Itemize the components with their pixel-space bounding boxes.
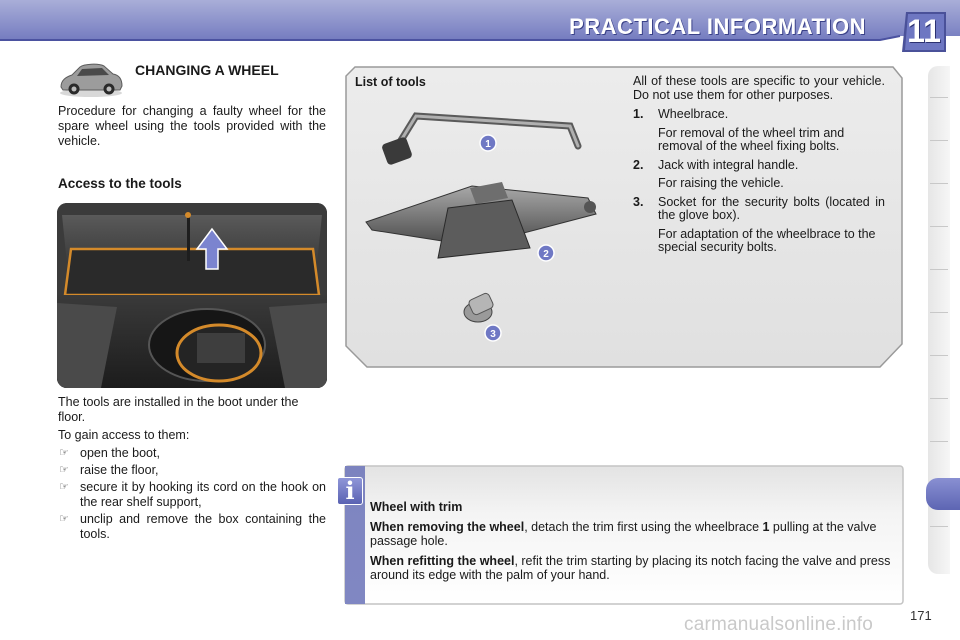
tool-desc: For removal of the wheel trim and remova… <box>658 125 845 153</box>
wheelbrace-image <box>382 112 582 165</box>
tool-desc: For adaptation of the wheelbrace to the … <box>658 226 876 254</box>
socket-image <box>463 292 494 323</box>
tools-heading: List of tools <box>355 75 426 89</box>
list-item: ☞unclip and remove the box containing th… <box>59 512 326 541</box>
tools-illustration: 1 2 3 <box>365 112 597 342</box>
hand-pointer-icon: ☞ <box>59 481 69 493</box>
tab-divider <box>930 183 948 184</box>
tool-name: Jack with integral handle. <box>658 157 799 172</box>
info-content: Wheel with trim When removing the wheel,… <box>370 500 898 588</box>
list-item: ☞secure it by hooking its cord on the ho… <box>59 480 326 509</box>
list-item: 3. Socket for the security bolts (locate… <box>633 194 885 255</box>
tool-desc: For raising the vehicle. <box>658 176 784 190</box>
callout-2: 2 <box>537 244 555 262</box>
hand-pointer-icon: ☞ <box>59 464 69 476</box>
tab-divider <box>930 312 948 313</box>
section-title: CHANGING A WHEEL <box>135 62 279 78</box>
list-item: ☞open the boot, <box>59 446 160 460</box>
tab-divider <box>930 355 948 356</box>
tab-divider <box>930 441 948 442</box>
callout-1: 1 <box>479 134 497 152</box>
section-intro: Procedure for changing a faulty wheel fo… <box>58 104 326 148</box>
access-instructions: The tools are installed in the boot unde… <box>58 395 326 544</box>
svg-text:3: 3 <box>490 329 496 340</box>
tab-divider <box>930 526 948 527</box>
tool-number: 1. <box>633 107 644 121</box>
chapter-number: 11 <box>907 13 941 49</box>
steps-list: ☞open the boot, ☞raise the floor, ☞secur… <box>58 446 326 542</box>
tab-divider <box>930 97 948 98</box>
jack-image <box>365 182 597 259</box>
chapter-badge <box>902 12 946 52</box>
page-number: 171 <box>910 608 932 623</box>
hand-pointer-icon: ☞ <box>59 447 69 459</box>
steps-intro: To gain access to them: <box>58 428 190 442</box>
access-title: Access to the tools <box>58 176 182 191</box>
list-item: 1. Wheelbrace. For removal of the wheel … <box>633 107 885 154</box>
svg-text:2: 2 <box>543 249 549 260</box>
hand-pointer-icon: ☞ <box>59 513 69 525</box>
access-body: The tools are installed in the boot unde… <box>58 395 299 424</box>
boot-photo <box>57 203 327 388</box>
tools-lead: All of these tools are specific to your … <box>633 74 885 102</box>
info-icon: i <box>337 477 363 505</box>
list-item: 2. Jack with integral handle. For raisin… <box>633 157 885 191</box>
tools-description: All of these tools are specific to your … <box>633 74 885 260</box>
info-removing: When removing the wheel, detach the trim… <box>370 520 877 548</box>
header-swoosh <box>0 35 960 50</box>
tab-divider <box>930 269 948 270</box>
callout-3: 3 <box>484 324 502 342</box>
tab-divider <box>930 226 948 227</box>
tool-number: 3. <box>633 194 644 209</box>
chapter-tab-active[interactable] <box>926 478 960 510</box>
tab-divider <box>930 398 948 399</box>
info-title: Wheel with trim <box>370 500 463 514</box>
car-icon <box>60 63 123 97</box>
tab-divider <box>930 140 948 141</box>
svg-text:1: 1 <box>485 139 491 150</box>
tool-number: 2. <box>633 157 644 172</box>
watermark: carmanualsonline.info <box>684 614 874 635</box>
chapter-title: PRACTICAL INFORMATION <box>569 14 866 39</box>
list-item: ☞raise the floor, <box>59 463 159 477</box>
chapter-tab-strip <box>928 66 950 574</box>
tool-name: Socket for the security bolts (located i… <box>658 194 885 222</box>
info-refitting: When refitting the wheel, refit the trim… <box>370 554 891 582</box>
tool-name: Wheelbrace. <box>658 107 729 121</box>
